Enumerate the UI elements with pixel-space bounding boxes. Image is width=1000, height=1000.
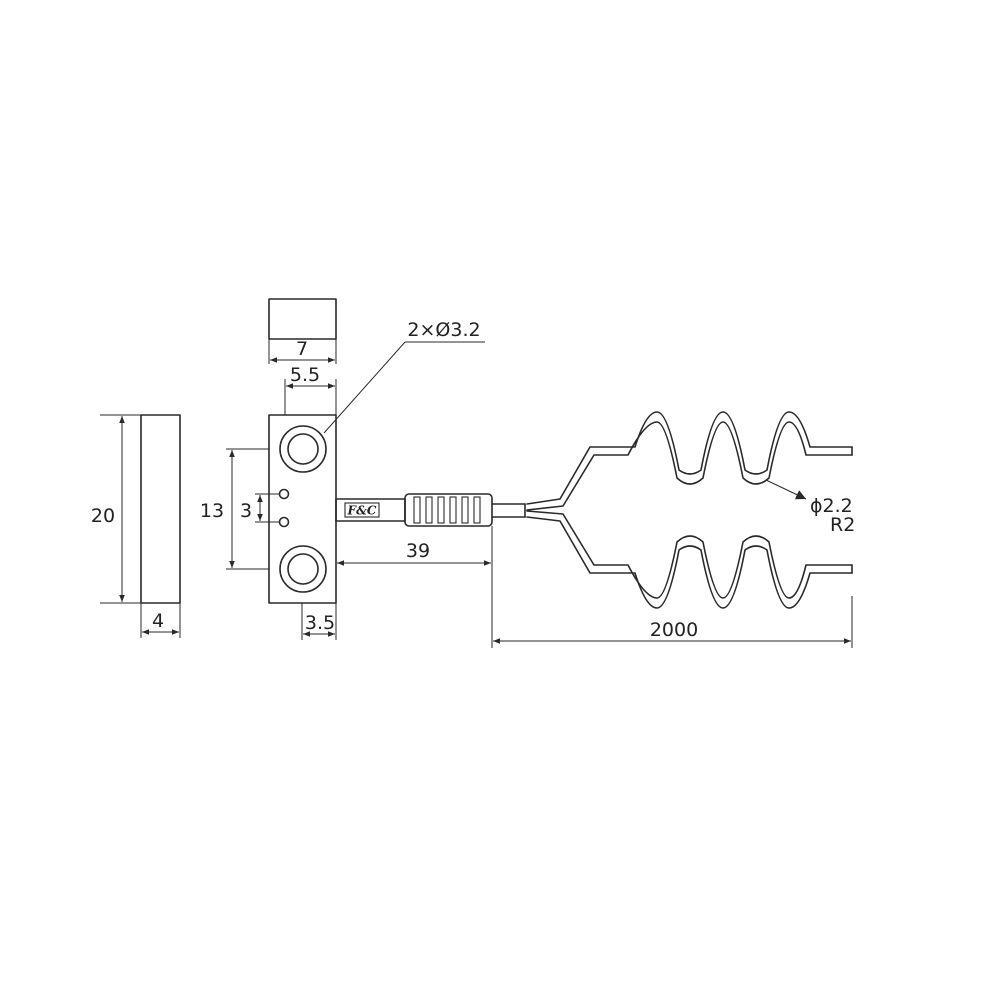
strain-relief [404,493,493,527]
mount-hole-bottom-outer [279,545,327,593]
cable-lower [526,516,853,609]
dim-cable-length-label: 2000 [650,619,698,641]
dim-sleeve-length-label: 39 [406,540,430,562]
dim-led-spacing-label: 3 [240,500,252,522]
emitter-dot-bottom [278,516,290,528]
mount-hole-top [287,433,319,465]
top-view-body [268,298,337,340]
emitter-dot-top [278,488,290,500]
cable-sleeve: F&C 39 [335,493,526,603]
cable-lower-inner [526,510,853,599]
hole-callout-label: 2×Ø3.2 [407,319,480,341]
dim-thickness-label: 4 [152,610,164,632]
dim-hole-spacing-label: 13 [200,500,224,522]
cable-diameter-label: ϕ2.2 [810,495,853,517]
mount-hole-bottom [287,553,319,585]
bend-radius-label: R2 [830,514,855,536]
dim-height-label: 20 [91,505,115,527]
cable-upper [526,411,853,505]
dim-top-width-label: 7 [296,338,308,360]
logo-box [344,502,380,518]
side-view: 20 4 [91,414,181,638]
dim-edge-offset-label: 3.5 [305,612,335,634]
cable-upper-inner [526,421,853,511]
side-view-body [140,414,181,604]
brand-logo: F&C [347,504,377,518]
hole-callout-leader [323,341,406,434]
coiled-cables: ϕ2.2 R2 2000 [491,411,855,648]
dim-hole-pitch-x-label: 5.5 [290,364,320,386]
strain-relief-ribs [413,496,481,524]
cable-diameter-leader [765,479,807,500]
front-view: 5.5 2×Ø3.2 13 3 3.5 [200,319,485,640]
top-view: 7 [268,298,337,364]
mount-hole-top-outer [279,425,327,473]
